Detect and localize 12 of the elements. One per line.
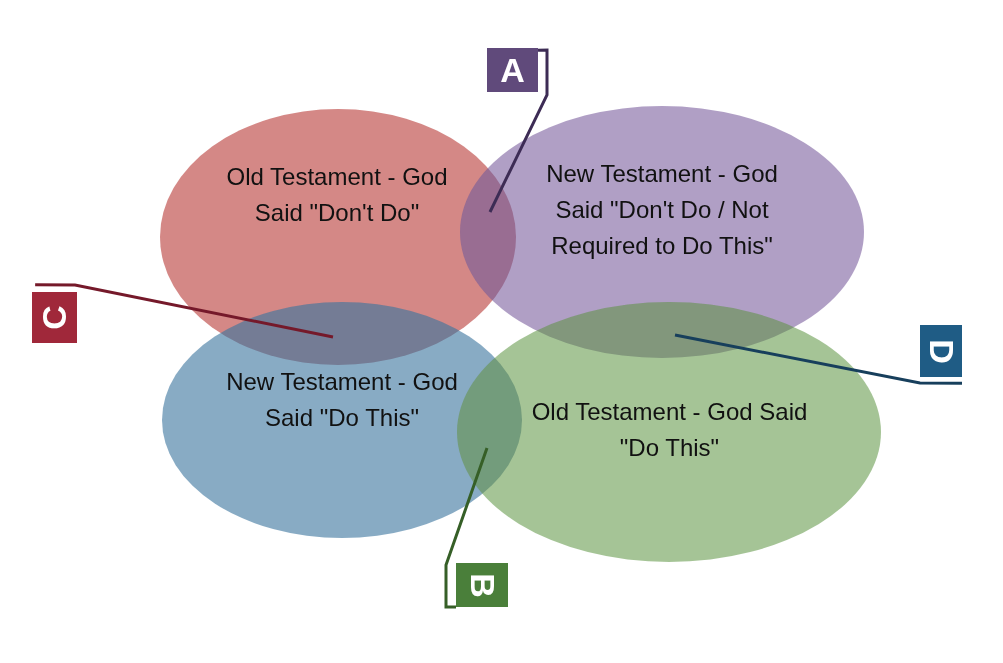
- leader-line: [35, 283, 334, 339]
- letter-badge: D: [920, 325, 962, 377]
- letter-badge: B: [456, 563, 508, 607]
- letter-badge: C: [32, 292, 77, 343]
- leader-line: [444, 447, 489, 609]
- circle-label: Old Testament - God Said "Don't Do": [225, 162, 449, 228]
- circle-label: New Testament - God Said "Do This": [225, 367, 459, 433]
- letter-badge: A: [487, 48, 538, 92]
- circle-label: Old Testament - God Said "Do This": [530, 397, 809, 463]
- leader-line: [674, 333, 962, 385]
- leader-line: [488, 48, 549, 213]
- circle-label: New Testament - God Said "Don't Do / Not Required to Do This": [545, 159, 779, 261]
